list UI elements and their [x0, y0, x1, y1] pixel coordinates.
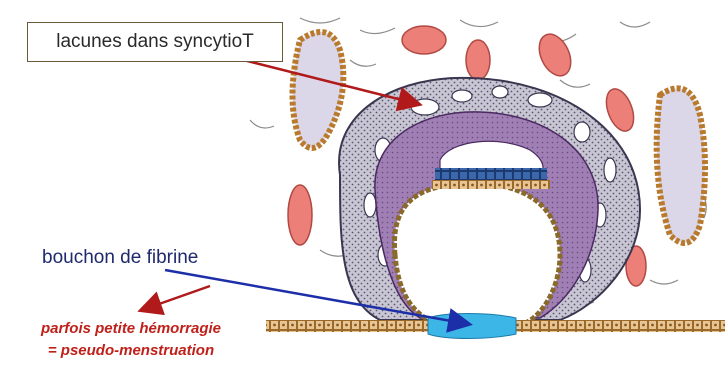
lacunes-label-text: lacunes dans syncytioT [56, 31, 254, 53]
fibrine-plug [428, 314, 516, 339]
arrow-to-hemorragie [142, 286, 210, 310]
uterine-epithelium-left [266, 320, 431, 332]
lacunes-label: lacunes dans syncytioT [27, 22, 283, 62]
uterine-epithelium-right [515, 320, 725, 332]
fibrine-label: bouchon de fibrine [42, 247, 198, 269]
hemorragie-line-2: = pseudo-menstruation [8, 340, 254, 362]
blastocyst-cavity [394, 183, 560, 325]
hemorragie-line-1: parfois petite hémorragie [8, 318, 254, 340]
hemorragie-label: parfois petite hémorragie = pseudo-menst… [8, 318, 254, 362]
hypoblast [432, 180, 550, 189]
epiblast [435, 168, 547, 180]
